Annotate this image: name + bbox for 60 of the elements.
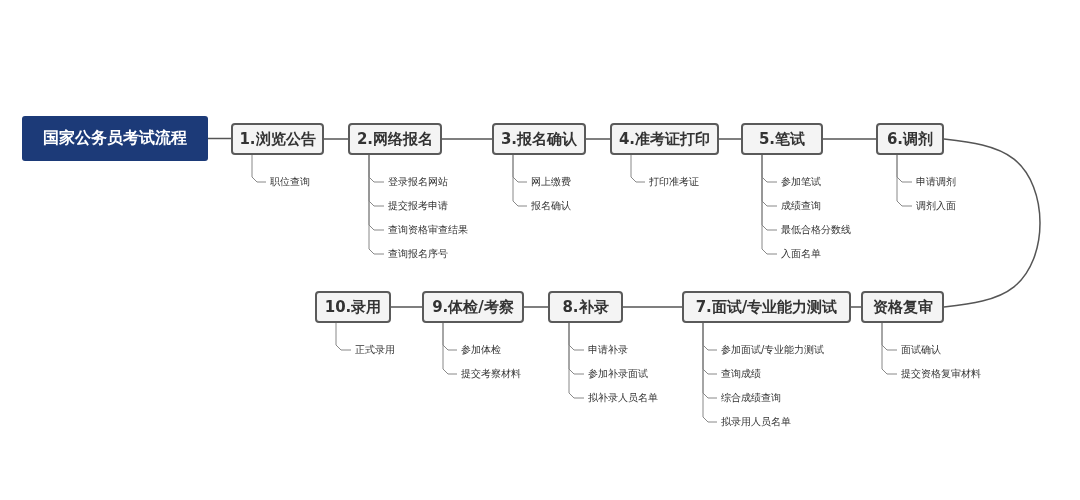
process-box: 9.体检/考察 — [422, 291, 524, 323]
process-box: 4.准考证打印 — [610, 123, 719, 155]
title-box: 国家公务员考试流程 — [22, 116, 208, 161]
step-detail-text: 拟录用人员名单 — [721, 415, 791, 429]
step-detail-text: 申请补录 — [588, 343, 628, 357]
connector-line — [390, 306, 423, 308]
connector-line — [718, 138, 742, 140]
connector-line — [622, 306, 683, 308]
process-box: 7.面试/专业能力测试 — [682, 291, 851, 323]
step-detail-text: 查询报名序号 — [388, 247, 448, 261]
step-detail-text: 调剂入面 — [916, 199, 956, 213]
step-detail-text: 入面名单 — [781, 247, 821, 261]
process-box: 6.调剂 — [876, 123, 944, 155]
leader-line — [761, 154, 778, 255]
process-box: 2.网络报名 — [348, 123, 442, 155]
step-detail-text: 报名确认 — [531, 199, 571, 213]
connector-line — [850, 306, 862, 308]
process-box: 5.笔试 — [741, 123, 823, 155]
process-box: 3.报名确认 — [492, 123, 586, 155]
process-box: 资格复审 — [861, 291, 944, 323]
step-detail-text: 正式录用 — [355, 343, 395, 357]
process-box: 8.补录 — [548, 291, 623, 323]
step-detail-text: 网上缴费 — [531, 175, 571, 189]
step-detail-text: 综合成绩查询 — [721, 391, 781, 405]
leader-line — [568, 322, 585, 399]
connector-line — [323, 138, 349, 140]
process-box: 1.浏览公告 — [231, 123, 324, 155]
step-detail-text: 成绩查询 — [781, 199, 821, 213]
leader-line — [896, 154, 913, 207]
leader-line — [881, 322, 898, 375]
leader-line — [335, 322, 352, 351]
step-detail-text: 参加补录面试 — [588, 367, 648, 381]
leader-line — [702, 322, 718, 423]
connector-line — [523, 306, 549, 308]
step-detail-text: 申请调剂 — [916, 175, 956, 189]
process-box: 10.录用 — [315, 291, 391, 323]
step-detail-text: 最低合格分数线 — [781, 223, 851, 237]
step-detail-text: 查询资格审查结果 — [388, 223, 468, 237]
connector-line — [943, 138, 1041, 308]
step-detail-text: 查询成绩 — [721, 367, 761, 381]
step-detail-text: 面试确认 — [901, 343, 941, 357]
connector-line — [822, 138, 877, 140]
step-detail-text: 提交报考申请 — [388, 199, 448, 213]
step-detail-text: 职位查询 — [270, 175, 310, 189]
connector-line — [207, 137, 232, 140]
leader-line — [251, 154, 267, 183]
step-detail-text: 提交资格复审材料 — [901, 367, 981, 381]
step-detail-text: 参加笔试 — [781, 175, 821, 189]
connector-line — [585, 138, 611, 140]
leader-line — [630, 154, 646, 183]
connector-line — [441, 138, 493, 140]
step-detail-text: 参加面试/专业能力测试 — [721, 343, 825, 357]
step-detail-text: 提交考察材料 — [461, 367, 521, 381]
step-detail-text: 拟补录人员名单 — [588, 391, 658, 405]
leader-line — [368, 154, 385, 255]
step-detail-text: 登录报名网站 — [388, 175, 448, 189]
step-detail-text: 打印准考证 — [649, 175, 699, 189]
leader-line — [512, 154, 528, 207]
step-detail-text: 参加体检 — [461, 343, 501, 357]
leader-line — [442, 322, 458, 375]
